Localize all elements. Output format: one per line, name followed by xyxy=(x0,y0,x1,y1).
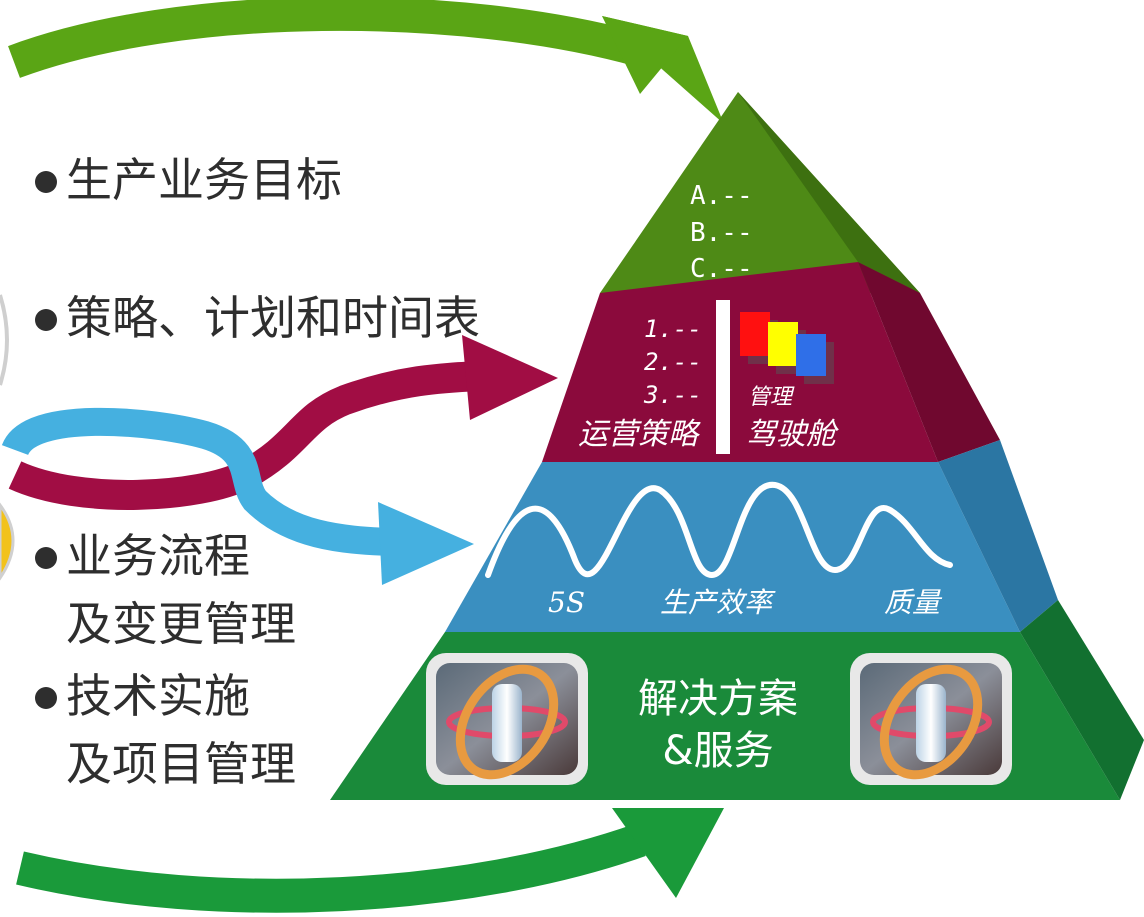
process-wave xyxy=(485,481,953,579)
solutions-line1: 解决方案 xyxy=(638,676,798,722)
strategy-item: 1.-- xyxy=(644,315,702,343)
blue-arrow xyxy=(1,407,474,585)
bullet-item-goals: 生产业务目标 xyxy=(66,153,342,207)
bullet-item-strategy: 策略、计划和时间表 xyxy=(66,291,480,345)
solutions-line2: &服务 xyxy=(662,728,773,774)
strategy-item: 3.-- xyxy=(643,381,702,409)
cockpit-icon xyxy=(740,312,834,384)
process-tier-side xyxy=(938,440,1058,632)
cockpit-label: 驾驶舱 xyxy=(746,417,839,452)
goals-tier-side xyxy=(738,92,920,293)
process-label-5s: 5S xyxy=(548,586,585,619)
strategy-label: 运营策略 xyxy=(578,417,701,452)
bullet-dot xyxy=(35,547,57,569)
bullet-item-process-line2: 及变更管理 xyxy=(66,597,296,651)
bullet-dot xyxy=(35,171,57,193)
bullet-list: 生产业务目标 策略、计划和时间表 业务流程 及变更管理 技术实施 及项目管理 xyxy=(35,153,480,791)
process-label-quality: 质量 xyxy=(884,586,943,619)
strategy-tier-side xyxy=(858,262,1000,462)
solution-image-left xyxy=(426,653,588,785)
strategy-item: 2.-- xyxy=(644,348,702,376)
goal-item: B.-- xyxy=(690,218,753,248)
bullet-dot xyxy=(35,309,57,331)
solutions-tier-side xyxy=(1020,600,1144,800)
goal-item: A.-- xyxy=(690,181,753,211)
solution-image-right xyxy=(850,653,1012,785)
bullet-item-tech-line2: 及项目管理 xyxy=(66,737,296,791)
goal-item: C.-- xyxy=(690,254,753,284)
pyramid: A.-- B.-- C.-- 1.-- 2.-- 3.-- 运营策略 管理 驾驶… xyxy=(330,92,1144,800)
divider-bar xyxy=(716,300,730,454)
goals-tier xyxy=(600,92,920,293)
left-edge-gray-arc xyxy=(0,294,9,386)
bottom-green-arrow xyxy=(16,808,724,913)
bullet-item-process-line1: 业务流程 xyxy=(66,529,250,583)
crimson-arrow xyxy=(8,335,558,510)
bullet-item-tech-line1: 技术实施 xyxy=(66,669,250,723)
left-edge-yellow-shape xyxy=(0,502,15,581)
cockpit-top-label: 管理 xyxy=(748,385,795,410)
process-label-efficiency: 生产效率 xyxy=(660,586,776,619)
bullet-dot xyxy=(35,687,57,709)
strategy-tier xyxy=(542,262,938,462)
top-green-arrow xyxy=(8,0,724,124)
